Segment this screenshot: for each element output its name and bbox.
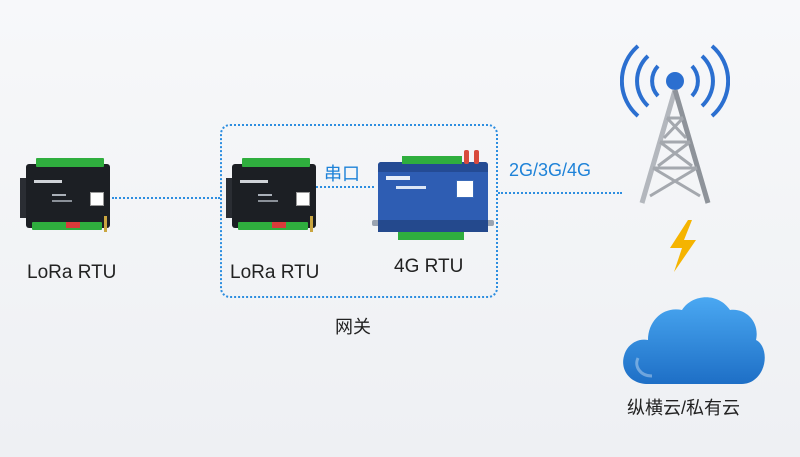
cloud-icon [618,286,768,390]
cellular-link-line [498,192,622,194]
cloud-label: 纵横云/私有云 [627,398,741,418]
serial-link-line [316,186,374,188]
gateway-group-label: 网关 [335,317,371,337]
4g-rtu-device [372,150,494,242]
lora-rtu-left-label: LoRa RTU [27,262,117,283]
lora-rtu-gateway-label: LoRa RTU [230,262,320,283]
lora-link-line [112,197,220,199]
cellular-link-label: 2G/3G/4G [509,160,592,180]
lora-rtu-left-device [18,156,118,232]
4g-rtu-label: 4G RTU [394,256,464,277]
lora-rtu-gateway-device [224,156,324,232]
gateway-group-box [220,124,498,298]
lightning-icon [662,218,702,274]
signal-tower-icon [619,38,731,208]
serial-link-label: 串口 [324,164,360,184]
